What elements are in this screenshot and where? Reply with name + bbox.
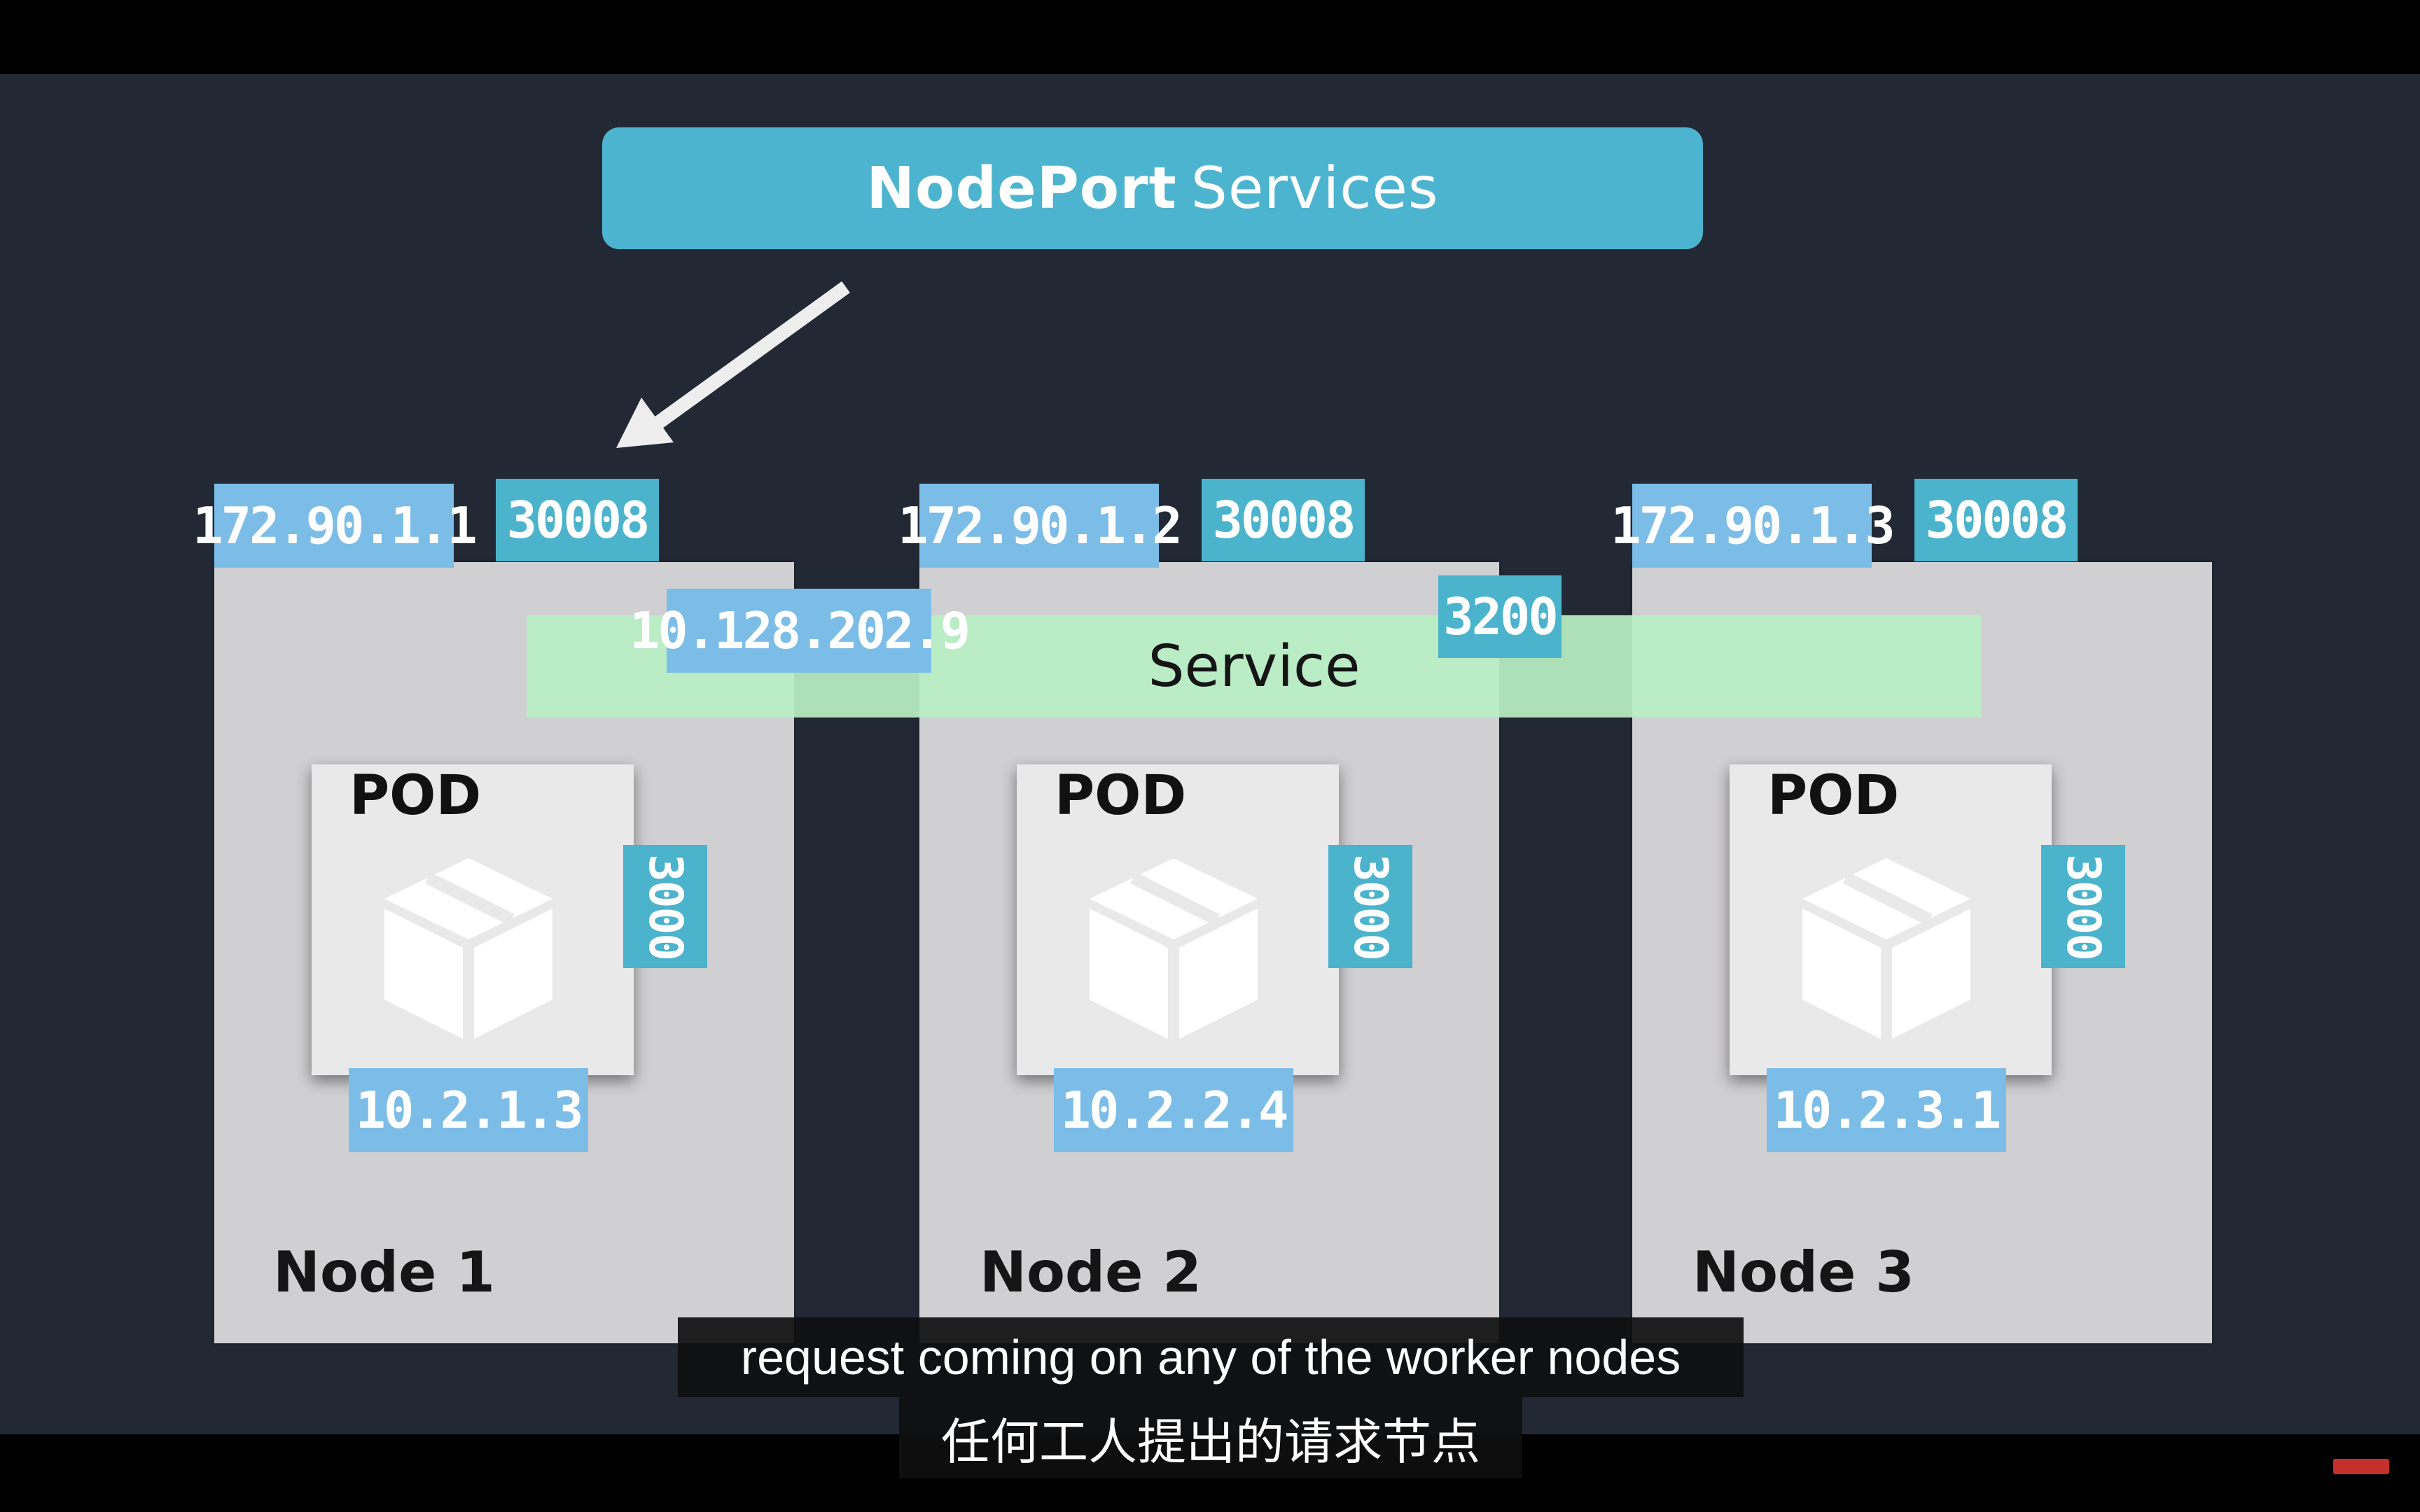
pod-label: POD xyxy=(349,764,482,827)
node-ip-tag: 172.90.1.2 xyxy=(898,484,1183,568)
diagram-canvas: NodePort Services Node 1 Node 2 Node 3 1… xyxy=(0,74,2420,1478)
node-port-tag: 30008 xyxy=(496,479,659,561)
pod-3: POD xyxy=(1730,764,2052,1075)
service-cluster-ip-tag: 10.128.202.9 xyxy=(630,589,971,673)
pod-port-tag: 3000 xyxy=(623,845,707,968)
container-icon xyxy=(1090,858,1258,1039)
subtitle-english: request coming on any of the worker node… xyxy=(678,1317,1744,1397)
container-icon xyxy=(1802,858,1970,1039)
pod-1: POD xyxy=(312,764,634,1075)
node-port-tag: 30008 xyxy=(1202,479,1365,561)
pod-label: POD xyxy=(1767,764,1900,827)
service-port-tag: 3200 xyxy=(1438,575,1562,658)
arrow-graphic xyxy=(616,281,850,448)
title-banner: NodePort Services xyxy=(602,127,1703,249)
pod-port-tag: 3000 xyxy=(1328,845,1412,968)
subtitle-chinese: 任何工人提出的请求节点 xyxy=(899,1397,1522,1478)
arrow-head xyxy=(616,398,674,448)
title-bold: NodePort xyxy=(866,155,1177,222)
pod-label: POD xyxy=(1055,764,1187,827)
subscribe-watermark-icon xyxy=(2333,1459,2389,1474)
node-label: Node 3 xyxy=(1692,1240,1914,1305)
service-label: Service xyxy=(1148,633,1361,700)
node-ip-tag: 172.90.1.1 xyxy=(193,484,478,568)
pod-ip-tag: 10.2.1.3 xyxy=(349,1068,588,1152)
title-rest: Services xyxy=(1190,155,1439,222)
arrow-shaft xyxy=(654,281,850,429)
node-ip-tag: 172.90.1.3 xyxy=(1611,484,1896,568)
node-label: Node 1 xyxy=(273,1240,495,1305)
node-label: Node 2 xyxy=(980,1240,1202,1305)
pod-port-tag: 3000 xyxy=(2041,845,2125,968)
pod-2: POD xyxy=(1017,764,1339,1075)
node-port-tag: 30008 xyxy=(1914,479,2078,561)
container-icon xyxy=(384,858,552,1039)
pod-ip-tag: 10.2.3.1 xyxy=(1767,1068,2006,1152)
pod-ip-tag: 10.2.2.4 xyxy=(1054,1068,1293,1152)
